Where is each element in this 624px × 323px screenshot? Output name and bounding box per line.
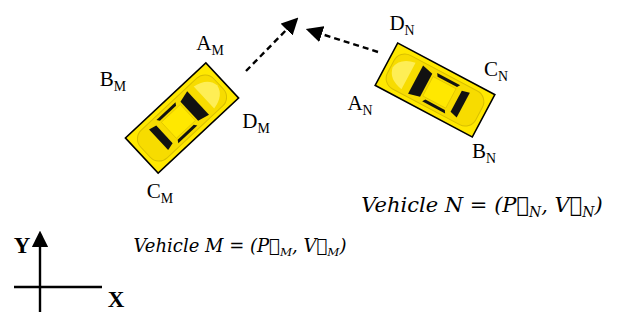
axis-label: Y <box>14 232 31 260</box>
corner-label: DM <box>242 109 270 134</box>
vehicle-label: Vehicle N = (P⃗N, V⃗N) <box>361 193 602 218</box>
x-axis <box>14 286 102 288</box>
direction-arrow <box>309 30 378 52</box>
corner-label: AM <box>196 31 224 56</box>
corner-label: BN <box>472 139 496 164</box>
corner-label: CM <box>147 179 173 204</box>
y-axis <box>39 234 41 312</box>
corner-label: DN <box>389 11 414 36</box>
car-n <box>375 43 495 137</box>
vehicle-label: Vehicle M = (P⃗M, V⃗M) <box>133 235 346 257</box>
axis-label: X <box>108 286 125 314</box>
corner-label: BM <box>100 67 126 92</box>
corner-label: AN <box>347 91 372 116</box>
direction-arrow <box>246 20 296 71</box>
car-m <box>125 63 238 173</box>
corner-label: CN <box>484 57 508 82</box>
